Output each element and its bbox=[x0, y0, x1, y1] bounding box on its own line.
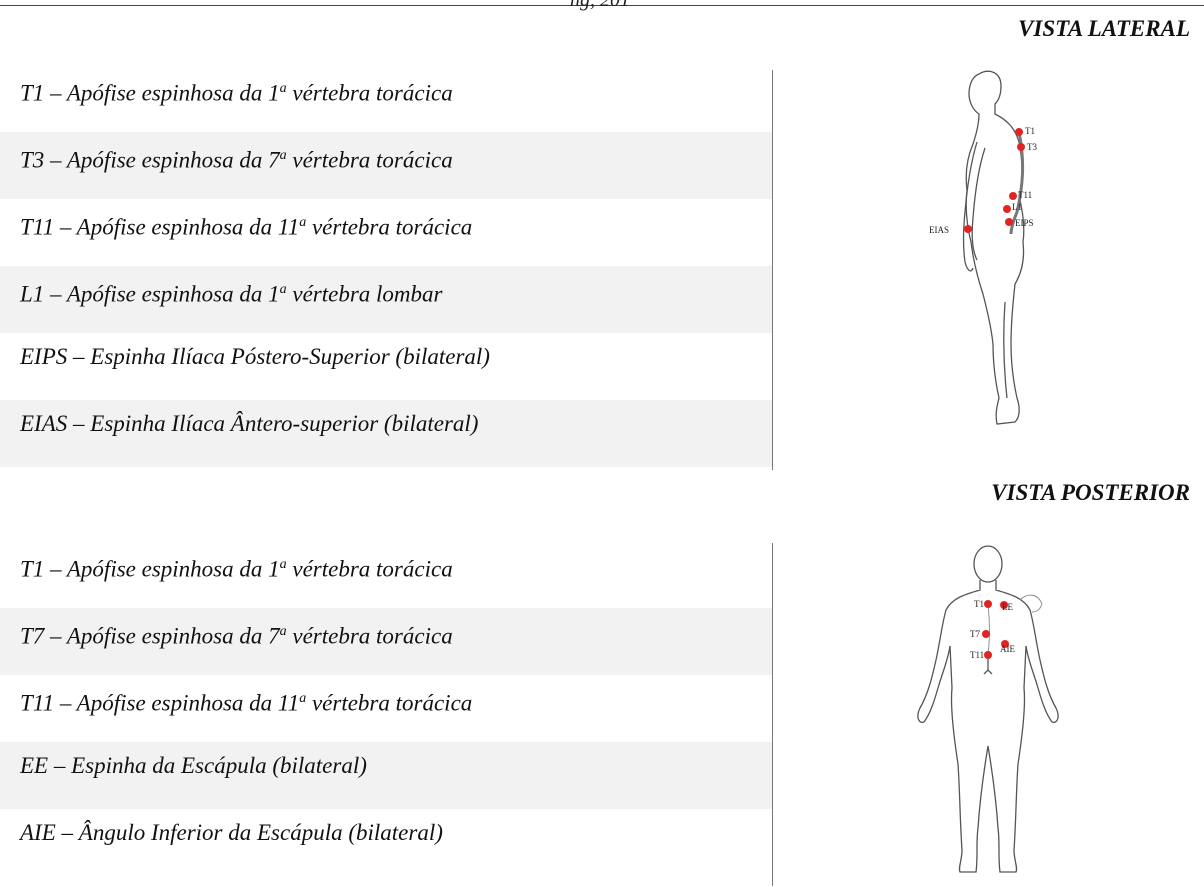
marker-t11 bbox=[1009, 192, 1017, 200]
item-code: T1 bbox=[20, 81, 44, 106]
item-tail: vértebra torácica bbox=[287, 557, 453, 582]
item-code: T1 bbox=[20, 557, 44, 582]
label-t3: T3 bbox=[1027, 142, 1037, 152]
marker-t1 bbox=[1015, 128, 1023, 136]
label-eips: EIPS bbox=[1015, 218, 1034, 228]
item-text: – Apófise espinhosa da 1 bbox=[44, 557, 279, 582]
label-t11: T11 bbox=[970, 650, 984, 660]
list-item: T7 – Apófise espinhosa da 7a vértebra to… bbox=[0, 608, 772, 675]
item-code: L1 bbox=[20, 282, 44, 307]
lateral-divider bbox=[772, 70, 773, 470]
item-code: T11 bbox=[20, 215, 54, 240]
marker-eips bbox=[1005, 218, 1013, 226]
item-sup: a bbox=[280, 557, 287, 572]
list-item: EIPS – Espinha Ilíaca Póstero-Superior (… bbox=[0, 333, 772, 400]
marker-t11 bbox=[984, 651, 992, 659]
item-text: – Espinha Ilíaca Ântero-superior (bilate… bbox=[67, 411, 478, 436]
label-t7: T7 bbox=[970, 629, 980, 639]
marker-t3 bbox=[1017, 143, 1025, 151]
label-ee: EE bbox=[1002, 602, 1013, 612]
list-item: EE – Espinha da Escápula (bilateral) bbox=[0, 742, 772, 809]
item-tail: vértebra lombar bbox=[287, 282, 443, 307]
lateral-list: T1 – Apófise espinhosa da 1a vértebra to… bbox=[0, 65, 772, 467]
item-code: EIPS bbox=[20, 344, 67, 369]
item-text: – Espinha da Escápula (bilateral) bbox=[48, 753, 367, 778]
label-eias: EIAS bbox=[929, 225, 949, 235]
item-sup: a bbox=[280, 148, 287, 163]
item-text: – Ângulo Inferior da Escápula (bilateral… bbox=[56, 820, 443, 845]
item-text: – Apófise espinhosa da 7 bbox=[44, 148, 279, 173]
item-code: EIAS bbox=[20, 411, 67, 436]
item-code: T11 bbox=[20, 691, 54, 716]
label-l1: L1 bbox=[1012, 202, 1022, 212]
posterior-title: VISTA POSTERIOR bbox=[991, 480, 1190, 506]
item-text: – Apófise espinhosa da 1 bbox=[44, 81, 279, 106]
label-aie: AIE bbox=[1000, 644, 1015, 654]
item-code: T7 bbox=[20, 624, 44, 649]
list-item: L1 – Apófise espinhosa da 1a vértebra lo… bbox=[0, 266, 772, 333]
label-t11: T11 bbox=[1018, 190, 1032, 200]
list-item: AIE – Ângulo Inferior da Escápula (bilat… bbox=[0, 809, 772, 876]
lateral-title: VISTA LATERAL bbox=[1018, 16, 1190, 42]
item-code: EE bbox=[20, 753, 48, 778]
list-item: EIAS – Espinha Ilíaca Ântero-superior (b… bbox=[0, 400, 772, 467]
marker-l1 bbox=[1003, 205, 1011, 213]
list-item: T11 – Apófise espinhosa da 11a vértebra … bbox=[0, 675, 772, 742]
item-code: AIE bbox=[20, 820, 56, 845]
item-text: – Apófise espinhosa da 11 bbox=[54, 215, 299, 240]
lateral-body-figure: T1 T3 T11 L1 EIPS EIAS bbox=[915, 62, 1065, 442]
header-fragment: ng, 201 bbox=[570, 0, 630, 12]
list-item: T1 – Apófise espinhosa da 1a vértebra to… bbox=[0, 541, 772, 608]
item-text: – Apófise espinhosa da 7 bbox=[44, 624, 279, 649]
item-tail: vértebra torácica bbox=[306, 691, 472, 716]
posterior-divider bbox=[772, 543, 773, 886]
list-item: T3 – Apófise espinhosa da 7a vértebra to… bbox=[0, 132, 772, 199]
posterior-list: T1 – Apófise espinhosa da 1a vértebra to… bbox=[0, 541, 772, 876]
item-sup: a bbox=[280, 624, 287, 639]
item-sup: a bbox=[280, 81, 287, 96]
marker-t1 bbox=[984, 600, 992, 608]
marker-t7 bbox=[982, 630, 990, 638]
posterior-body-figure: T1 EE T7 AIE T11 bbox=[910, 538, 1070, 883]
label-t1: T1 bbox=[974, 599, 984, 609]
item-text: – Apófise espinhosa da 11 bbox=[54, 691, 299, 716]
label-t1: T1 bbox=[1025, 126, 1035, 136]
item-tail: vértebra torácica bbox=[287, 81, 453, 106]
list-item: T1 – Apófise espinhosa da 1a vértebra to… bbox=[0, 65, 772, 132]
item-text: – Espinha Ilíaca Póstero-Superior (bilat… bbox=[67, 344, 490, 369]
item-text: – Apófise espinhosa da 1 bbox=[44, 282, 279, 307]
item-code: T3 bbox=[20, 148, 44, 173]
item-tail: vértebra torácica bbox=[306, 215, 472, 240]
item-tail: vértebra torácica bbox=[287, 624, 453, 649]
marker-eias bbox=[964, 225, 972, 233]
item-tail: vértebra torácica bbox=[287, 148, 453, 173]
list-item: T11 – Apófise espinhosa da 11a vértebra … bbox=[0, 199, 772, 266]
item-sup: a bbox=[280, 282, 287, 297]
